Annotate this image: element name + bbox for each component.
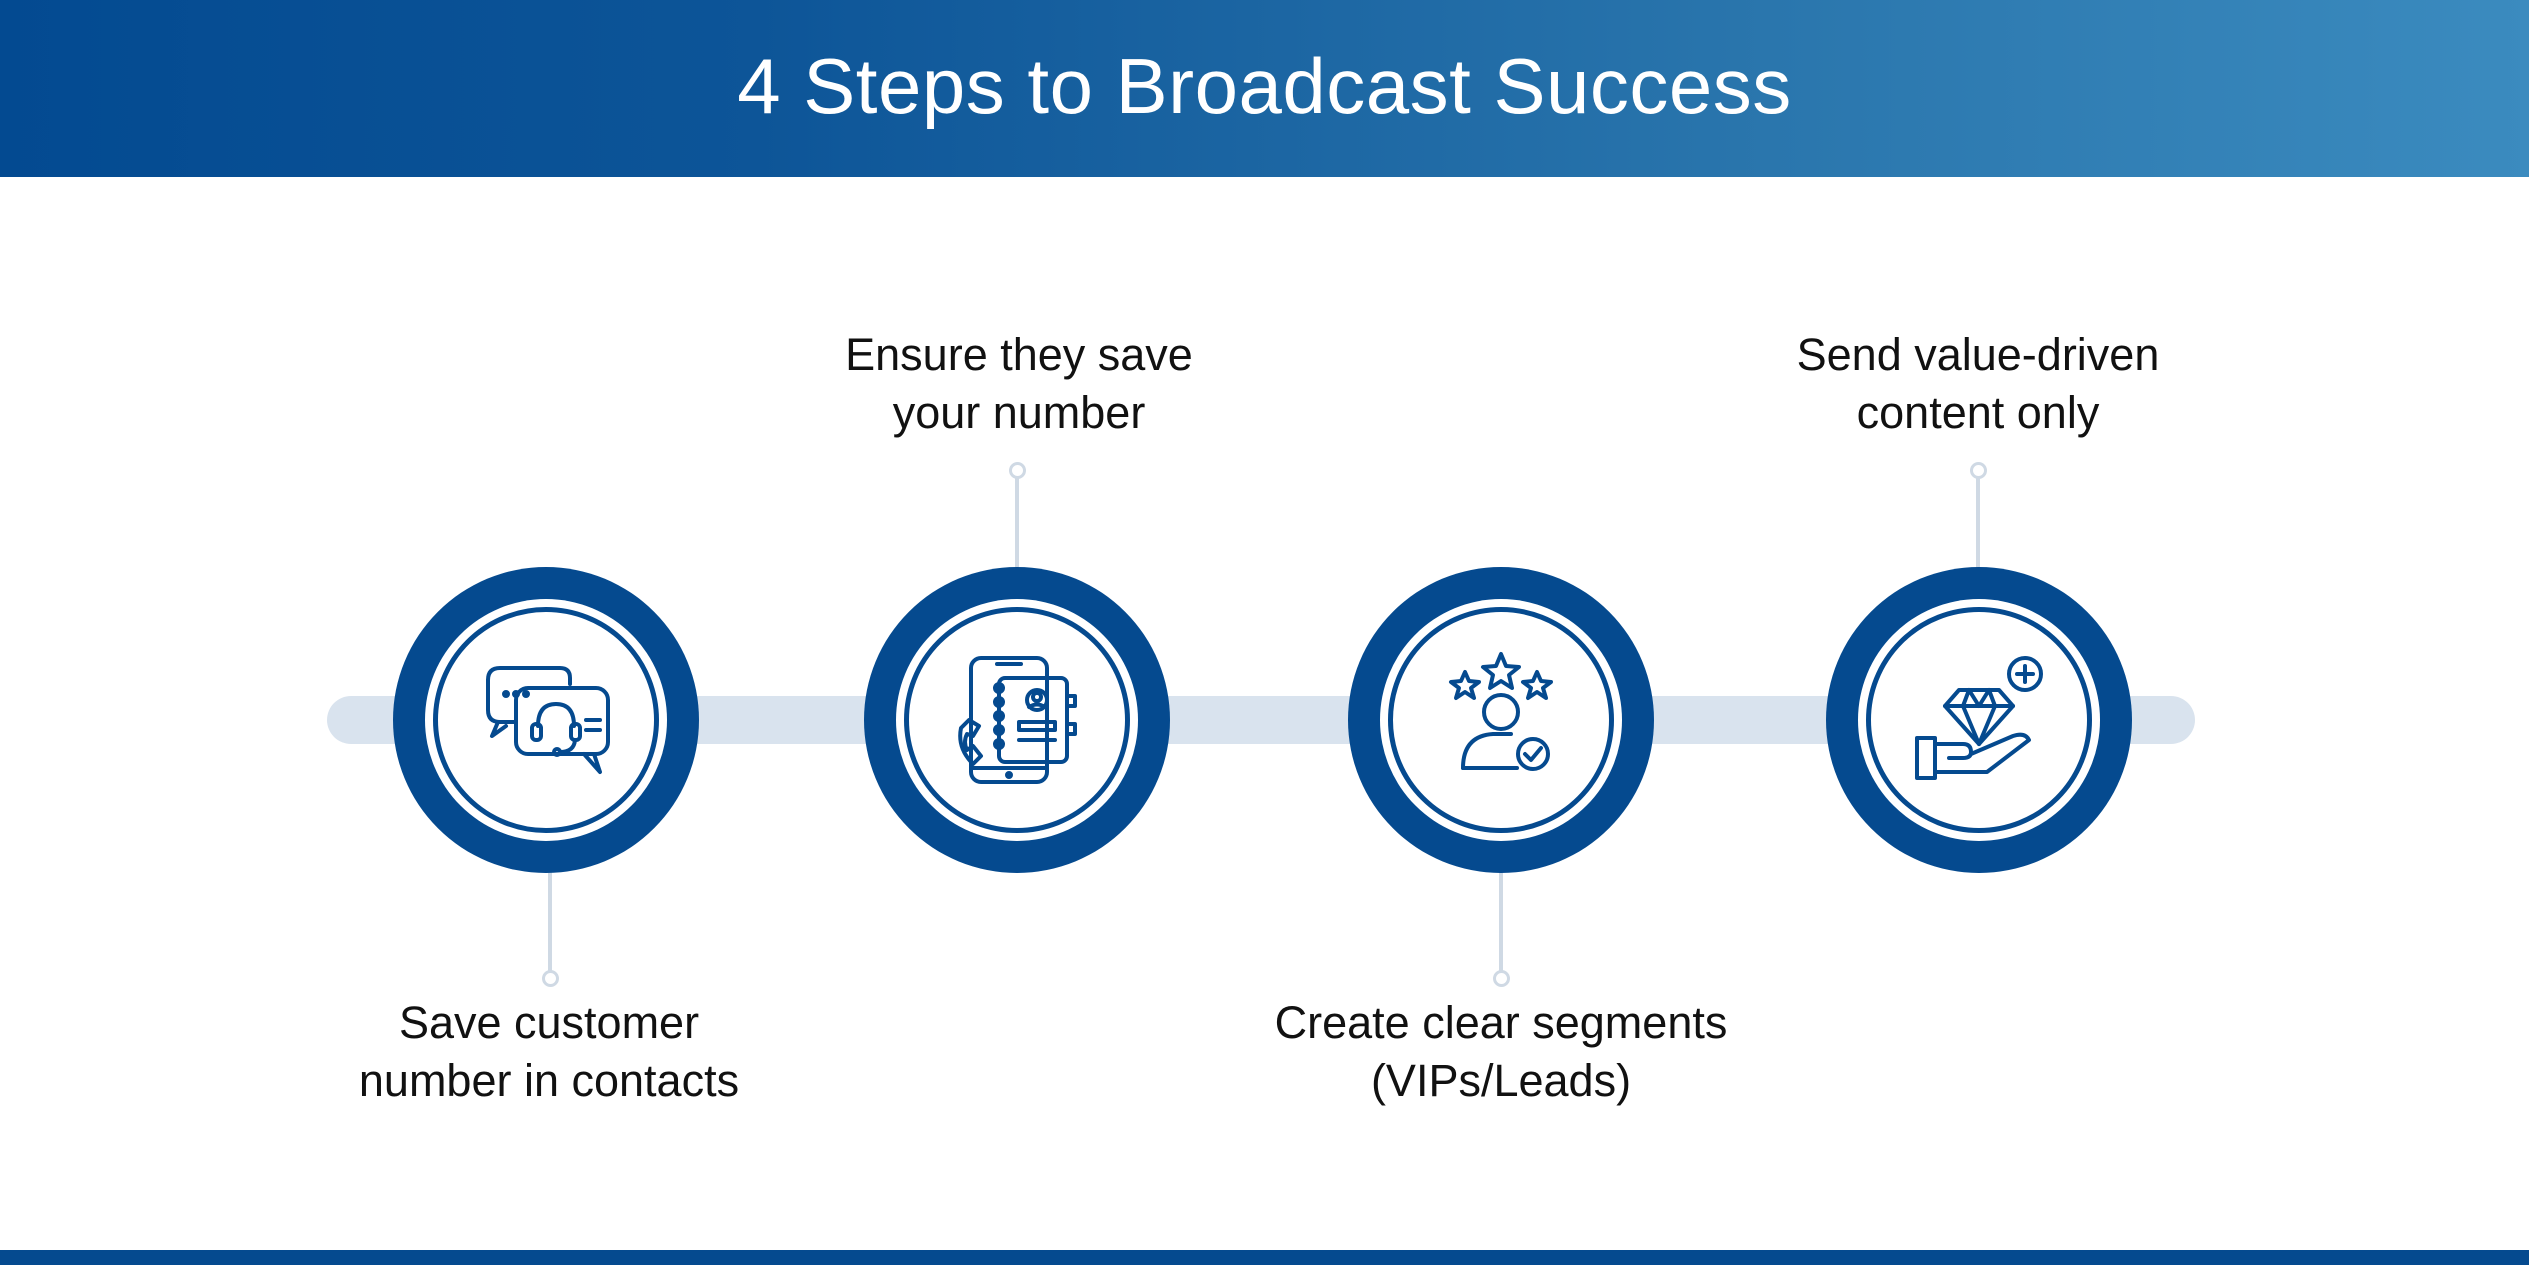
connector-dot-step-2 bbox=[1009, 462, 1026, 479]
page-title: 4 Steps to Broadcast Success bbox=[737, 42, 1792, 130]
connector-dot-step-4 bbox=[1970, 462, 1987, 479]
connector-line-step-2 bbox=[1015, 472, 1019, 572]
step-2-label: Ensure they save your number bbox=[845, 329, 1193, 438]
connector-line-step-1 bbox=[548, 870, 552, 974]
connector-dot-step-3 bbox=[1493, 970, 1510, 987]
connector-line-step-3 bbox=[1499, 870, 1503, 974]
diamond-in-hand-icon bbox=[1915, 656, 2043, 780]
step-1-label: Save customer number in contacts bbox=[358, 997, 740, 1106]
phone-contact-book-icon bbox=[958, 656, 1077, 784]
step-3-label: Create clear segments (VIPs/Leads) bbox=[1274, 997, 1728, 1106]
footer-bar bbox=[0, 1250, 2529, 1265]
customer-support-chat-icon bbox=[486, 666, 610, 774]
step-1-node bbox=[393, 567, 699, 873]
step-4-label: Send value-driven content only bbox=[1796, 329, 2160, 438]
step-2-node bbox=[864, 567, 1170, 873]
connector-dot-step-1 bbox=[542, 970, 559, 987]
star-rated-user-icon bbox=[1449, 652, 1553, 771]
step-4-node bbox=[1826, 567, 2132, 873]
header-banner: 4 Steps to Broadcast Success bbox=[0, 0, 2529, 177]
connector-line-step-4 bbox=[1976, 472, 1980, 572]
step-3-node bbox=[1348, 567, 1654, 873]
